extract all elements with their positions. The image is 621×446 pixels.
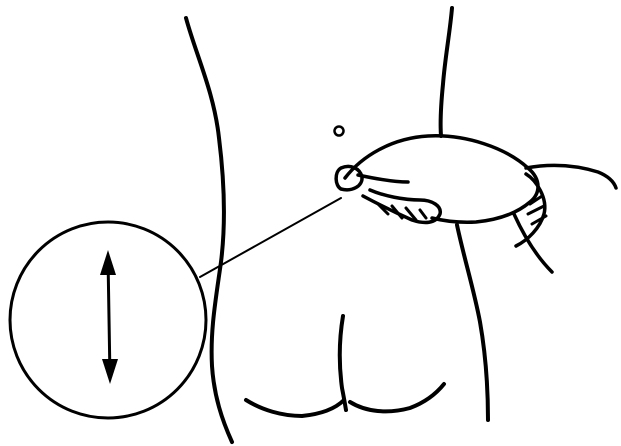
magnifier-circle-icon xyxy=(10,222,206,418)
arrow-head-down xyxy=(102,359,118,384)
left-buttock-curve xyxy=(246,400,344,416)
left-torso-contour xyxy=(186,18,232,442)
marker-dot xyxy=(335,127,344,136)
arrow-head-up xyxy=(100,250,116,275)
right-torso-contour-upper xyxy=(441,8,452,136)
right-torso-contour-lower xyxy=(457,225,488,420)
right-buttock-curve xyxy=(350,384,444,411)
up-down-arrow-icon xyxy=(100,250,118,384)
finger-crease xyxy=(358,175,408,182)
gluteal-cleft xyxy=(340,316,346,410)
fingertip xyxy=(336,166,362,189)
pointer-line xyxy=(200,198,341,277)
hand-with-finger xyxy=(336,136,616,272)
